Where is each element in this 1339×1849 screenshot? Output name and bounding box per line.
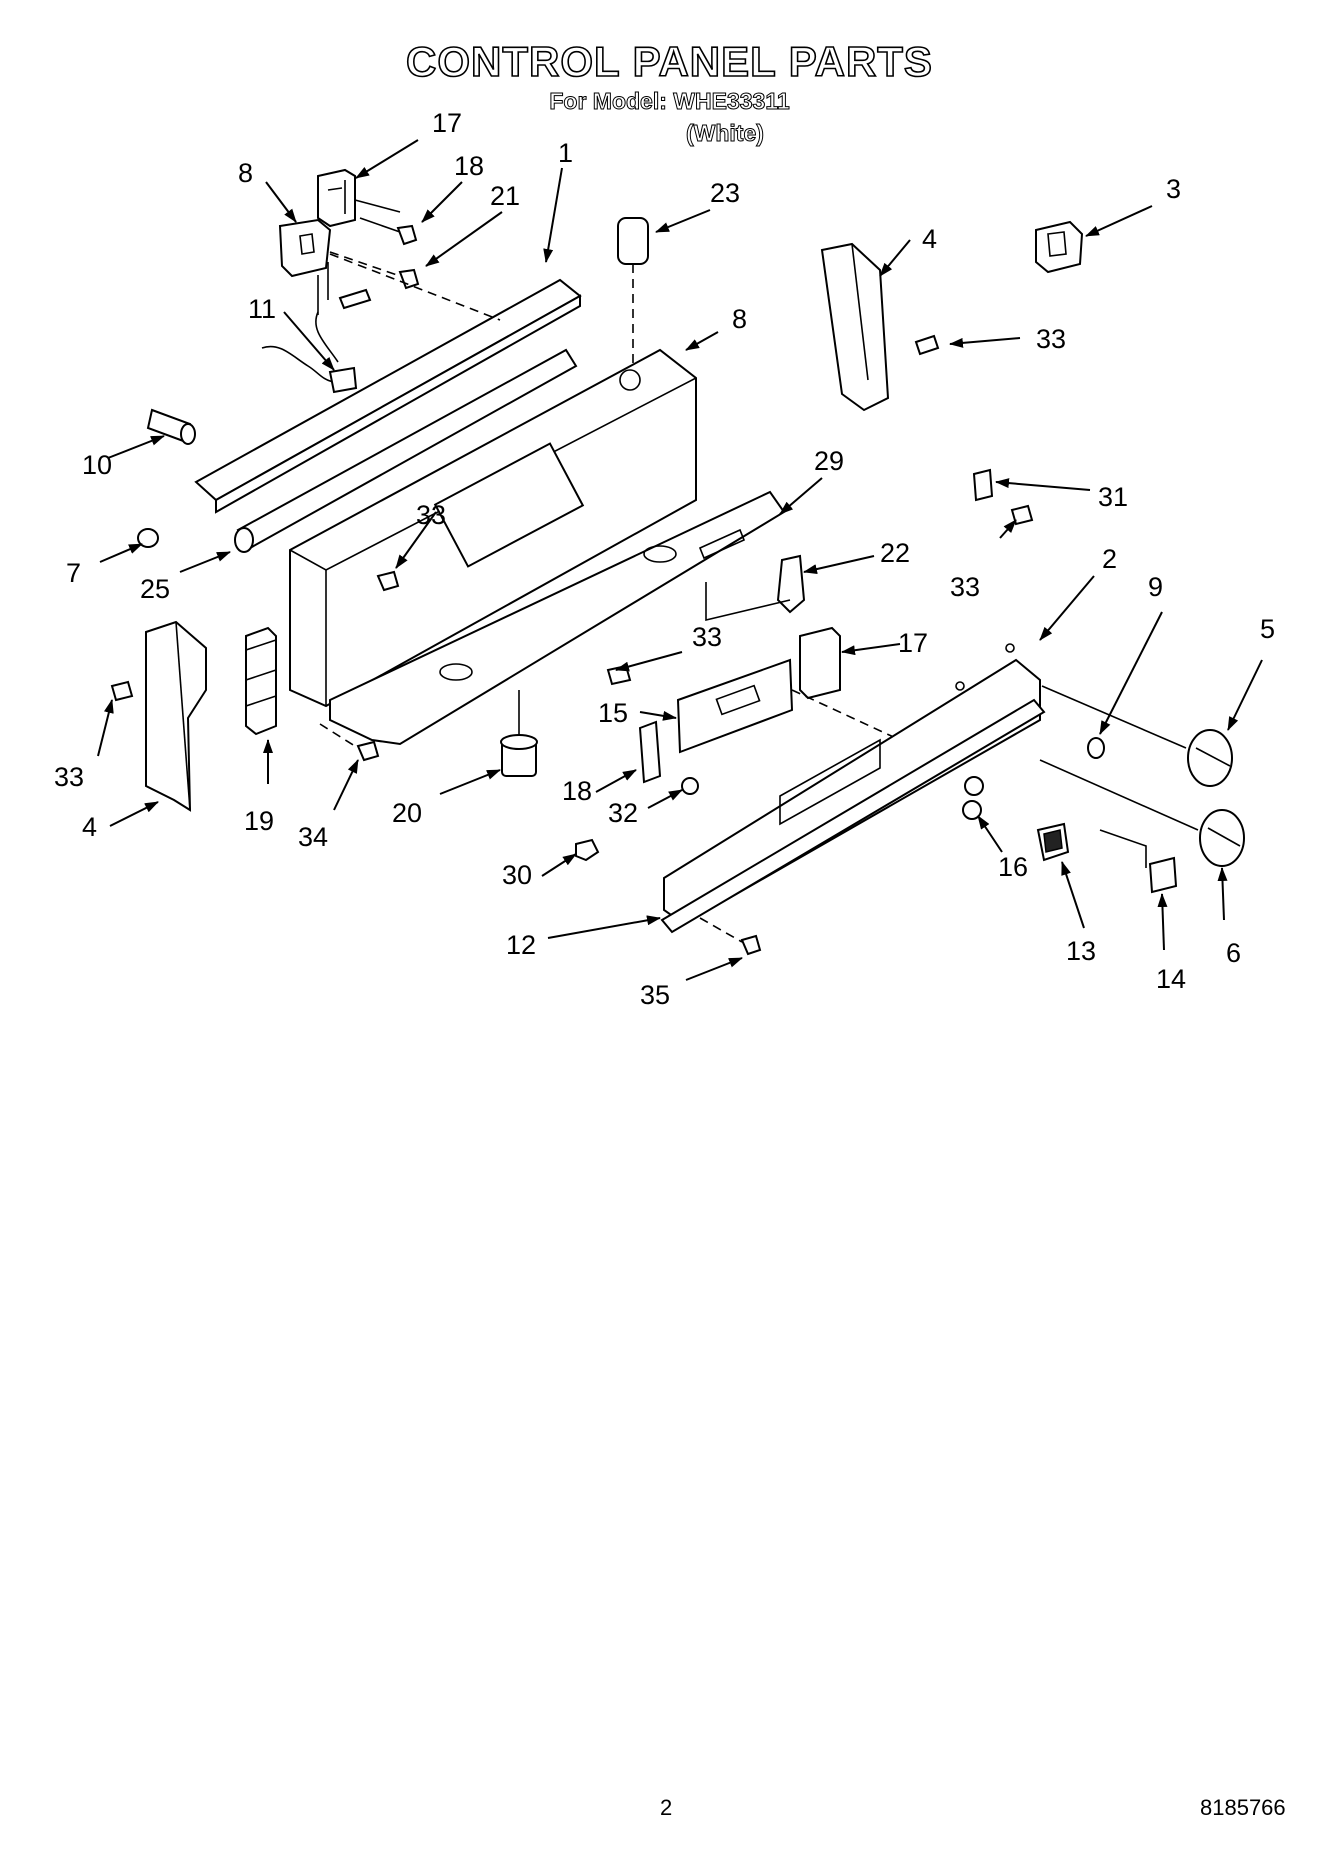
callout-20: 18 bbox=[454, 151, 484, 181]
callout-22: 20 bbox=[392, 798, 422, 828]
callout-11: 11 bbox=[248, 294, 276, 324]
callout-7: 8 bbox=[238, 158, 253, 188]
callout-3: 3 bbox=[1166, 174, 1181, 204]
callout-31: 31 bbox=[1098, 482, 1128, 512]
part-34-screw bbox=[319, 723, 380, 762]
callout-14: 14 bbox=[1156, 964, 1186, 994]
document-number: 8185766 bbox=[1200, 1795, 1286, 1820]
part-35-screw bbox=[699, 917, 762, 956]
part-2-front-panel bbox=[663, 643, 1041, 926]
callout-8-upper: 5 bbox=[1260, 614, 1275, 644]
callout-13: 13 bbox=[1066, 936, 1096, 966]
part-17-bracket-upper bbox=[799, 626, 841, 700]
callout-34: 34 bbox=[298, 822, 328, 852]
callout-4-upper: 4 bbox=[922, 224, 937, 254]
model-line: For Model: WHE33311 bbox=[549, 88, 790, 115]
part-7-switch bbox=[278, 218, 332, 315]
part-12-lower-trim bbox=[660, 698, 1046, 934]
part-3-switch bbox=[1035, 220, 1084, 274]
callout-33-center: 33 bbox=[416, 500, 446, 530]
part-32-washer bbox=[681, 777, 699, 795]
callout-2: 2 bbox=[1102, 544, 1117, 574]
callout-10: 9 bbox=[1148, 572, 1163, 602]
callout-6: 8 bbox=[732, 304, 747, 334]
callout-25: 25 bbox=[140, 574, 170, 604]
callout-18: 19 bbox=[244, 806, 274, 836]
callout-17-lower: 18 bbox=[562, 776, 592, 806]
callout-33-middle: 33 bbox=[692, 622, 722, 652]
leader-lines bbox=[97, 139, 1263, 981]
part-23-capacitor bbox=[617, 217, 649, 380]
part-13-rocker-switch bbox=[1036, 822, 1070, 862]
callout-32: 32 bbox=[608, 798, 638, 828]
callout-labels: 17 18 21 8 11 1 23 8 4 3 33 10 7 25 33 2… bbox=[54, 108, 1275, 1010]
part-1-trim-strip bbox=[194, 253, 582, 514]
part-8-knob-upper bbox=[1041, 685, 1233, 787]
callout-16: 16 bbox=[998, 852, 1028, 882]
part-14-connector bbox=[1099, 829, 1178, 894]
part-21-support bbox=[705, 554, 806, 622]
part-11-wire-harness bbox=[261, 288, 372, 394]
callout-33-upper-right: 33 bbox=[1036, 324, 1066, 354]
callout-8-lower: 6 bbox=[1226, 938, 1241, 968]
callout-1: 1 bbox=[558, 138, 573, 168]
callout-24: 21 bbox=[490, 181, 520, 211]
part-15-control-board bbox=[676, 658, 901, 754]
part-4-endcap-right bbox=[820, 242, 890, 412]
callout-29: 29 bbox=[814, 446, 844, 476]
callout-17-upper: 17 bbox=[898, 628, 928, 658]
callout-12: 12 bbox=[506, 930, 536, 960]
part-9-lamp-holder bbox=[146, 408, 196, 445]
part-25-fluorescent-tube bbox=[234, 348, 578, 553]
part-5-plug bbox=[137, 528, 159, 548]
callout-30: 30 bbox=[502, 860, 532, 890]
callout-33-left: 33 bbox=[54, 762, 84, 792]
part-31-clip bbox=[972, 468, 994, 502]
callout-9: 10 bbox=[82, 450, 112, 480]
part-19-terminal bbox=[317, 168, 401, 228]
callout-15: 15 bbox=[598, 698, 628, 728]
part-6-panel-body bbox=[289, 348, 697, 708]
page-title: CONTROL PANEL PARTS bbox=[405, 37, 933, 86]
part-16-buttons bbox=[962, 776, 984, 820]
part-30-nut bbox=[575, 838, 600, 862]
callout-21: 22 bbox=[880, 538, 910, 568]
page-number: 2 bbox=[660, 1795, 673, 1820]
part-4-endcap-left bbox=[145, 620, 207, 812]
part-18-bracket bbox=[245, 626, 277, 736]
callout-4-lower: 4 bbox=[82, 812, 97, 842]
callout-19: 17 bbox=[432, 108, 462, 138]
callout-35: 35 bbox=[640, 980, 670, 1010]
callout-33-right: 33 bbox=[950, 572, 980, 602]
part-29-shield bbox=[329, 490, 786, 746]
part-8-knob-lower bbox=[1039, 759, 1245, 867]
part-17-bracket-lower bbox=[638, 720, 662, 784]
callout-5: 7 bbox=[66, 558, 81, 588]
part-20-screw bbox=[359, 217, 418, 246]
part-10-plug bbox=[1087, 737, 1105, 759]
part-22-bushing bbox=[500, 690, 538, 777]
callout-23: 23 bbox=[710, 178, 740, 208]
color-line: (White) bbox=[686, 120, 765, 147]
